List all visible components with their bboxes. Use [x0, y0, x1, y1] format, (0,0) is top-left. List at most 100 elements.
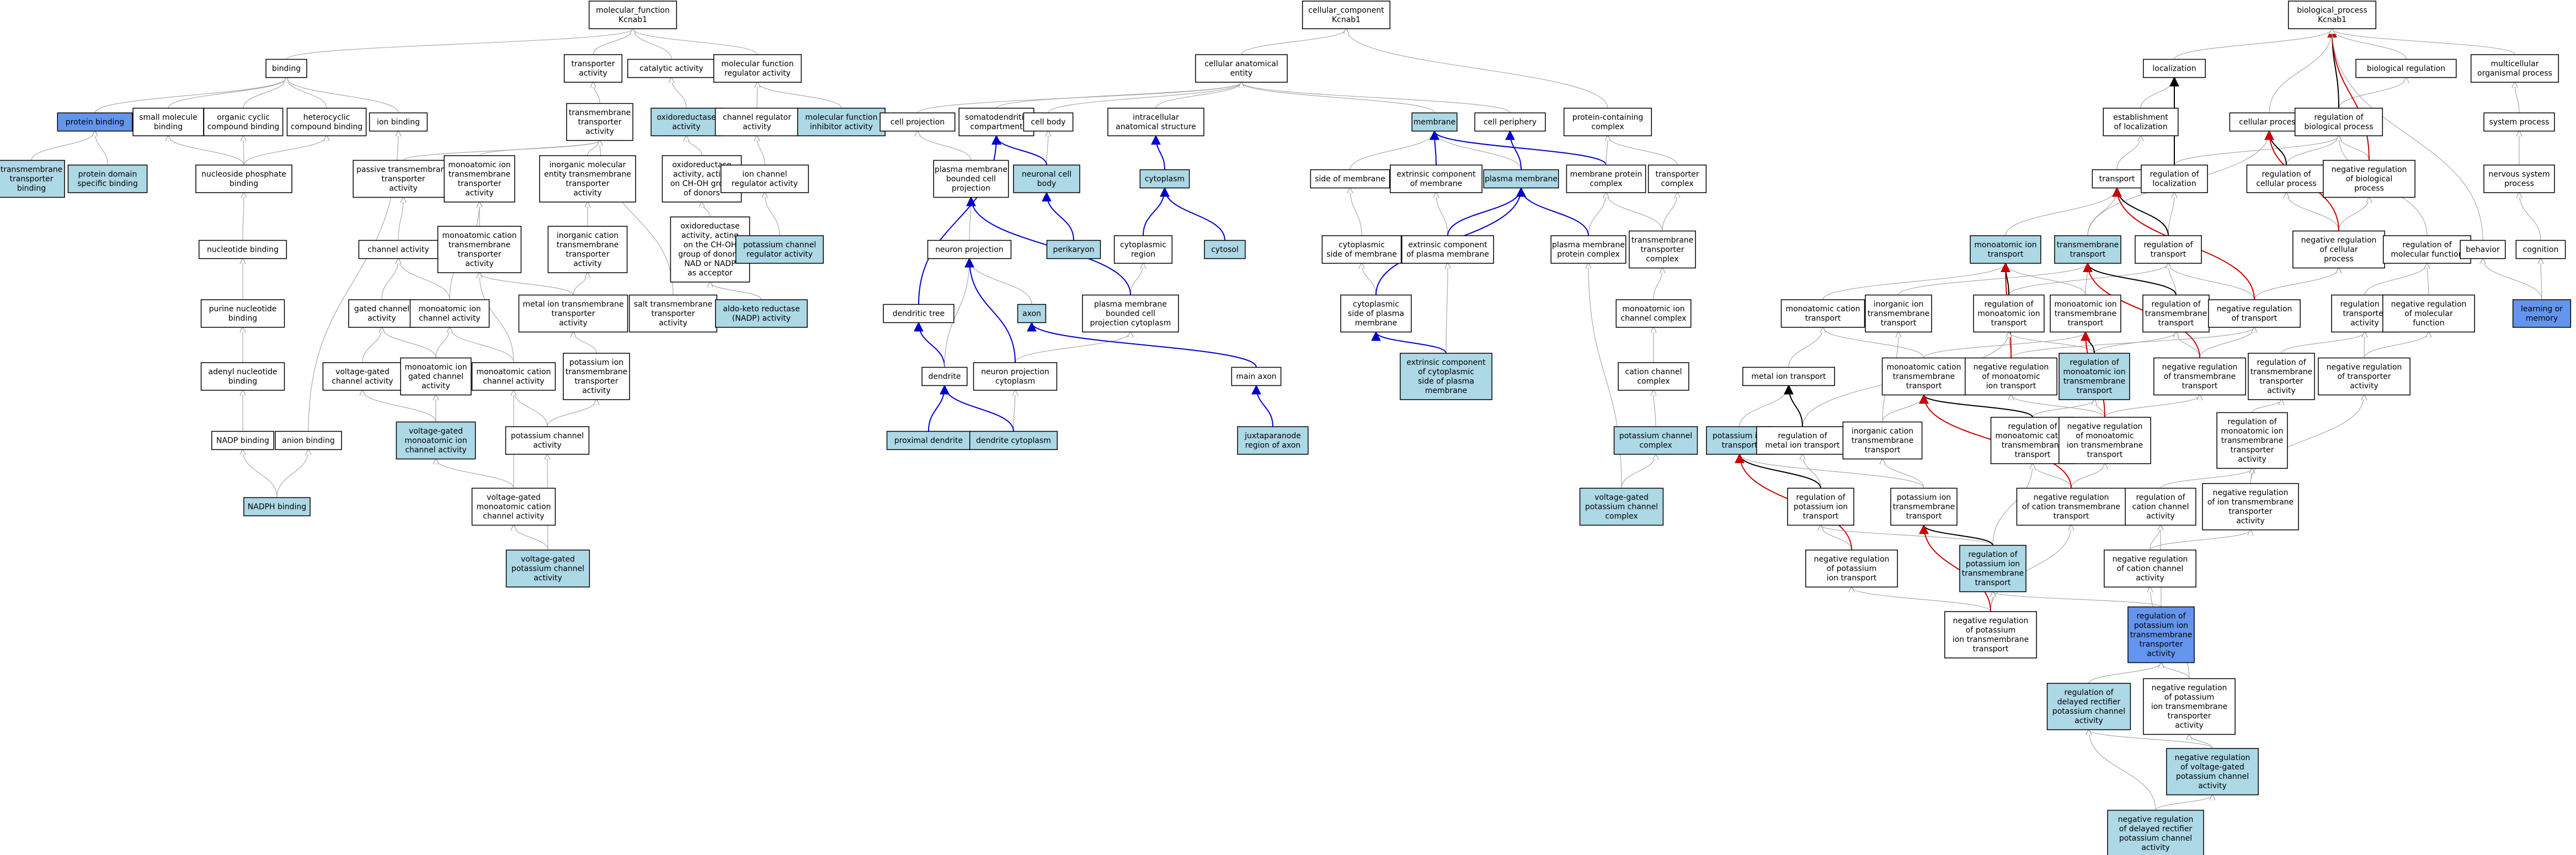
edge-part	[1371, 331, 1447, 354]
edge-isa	[1241, 82, 1435, 113]
node-box	[203, 108, 284, 136]
edge-isa	[2033, 464, 2072, 488]
node-box	[2512, 299, 2572, 328]
edge-isa	[2541, 259, 2542, 300]
node-membrane: membrane	[1411, 112, 1458, 132]
edge-isa	[1346, 29, 1608, 109]
node-box	[2515, 240, 2566, 259]
node-cellbody: cell body	[1023, 112, 1074, 132]
node-box	[720, 164, 809, 193]
node-box	[2246, 164, 2327, 193]
edge-isa	[479, 141, 600, 156]
node-box	[1742, 367, 1835, 386]
node-box	[1756, 426, 1849, 455]
node-box	[1970, 235, 2041, 264]
node-localization: localization	[2143, 59, 2206, 78]
edge-isa	[31, 131, 95, 161]
edge-isa	[1823, 327, 1924, 358]
edge-reg	[2112, 187, 2169, 236]
edge-isa	[95, 131, 108, 166]
edge-isa	[1606, 193, 1663, 231]
node-cytosol: cytosol	[1204, 240, 1246, 259]
edge-isa	[2281, 332, 2365, 354]
node-box	[2127, 606, 2195, 663]
node-box	[0, 160, 65, 198]
edge-isa	[1155, 82, 1241, 109]
node-box	[265, 59, 307, 78]
edge-isa	[1992, 464, 2033, 546]
edge-isa	[573, 273, 588, 295]
node-box	[2355, 59, 2457, 78]
edge-isa	[2519, 193, 2541, 241]
node-box	[132, 108, 204, 136]
edge-isa	[587, 141, 600, 156]
edge-isa	[944, 259, 969, 368]
edge-isa	[243, 450, 278, 498]
node-box	[1204, 240, 1246, 259]
edge-isa	[686, 136, 702, 156]
node-box	[2382, 235, 2472, 264]
edge-isa	[671, 78, 687, 109]
node-box	[1787, 487, 1854, 526]
node-label: biological regulation	[2367, 65, 2445, 73]
edge-isa	[710, 282, 762, 300]
node-binding: binding	[265, 59, 307, 78]
edge-isa	[362, 390, 436, 422]
node-label: nucleotide binding	[207, 246, 279, 254]
node-box	[1579, 487, 1664, 526]
node-box	[2216, 412, 2288, 469]
node-box	[200, 362, 285, 391]
node-box	[444, 155, 515, 203]
node-box	[1780, 299, 1865, 328]
node-label: cell projection	[890, 118, 945, 127]
node-box	[1302, 1, 1391, 29]
node-box	[933, 160, 1009, 198]
node-box	[1340, 294, 1412, 333]
edge-isa	[1434, 131, 1522, 170]
edge-part	[1430, 130, 1607, 166]
edge-isa	[1350, 188, 1362, 236]
edge-isa	[479, 273, 514, 363]
node-box	[211, 431, 274, 450]
